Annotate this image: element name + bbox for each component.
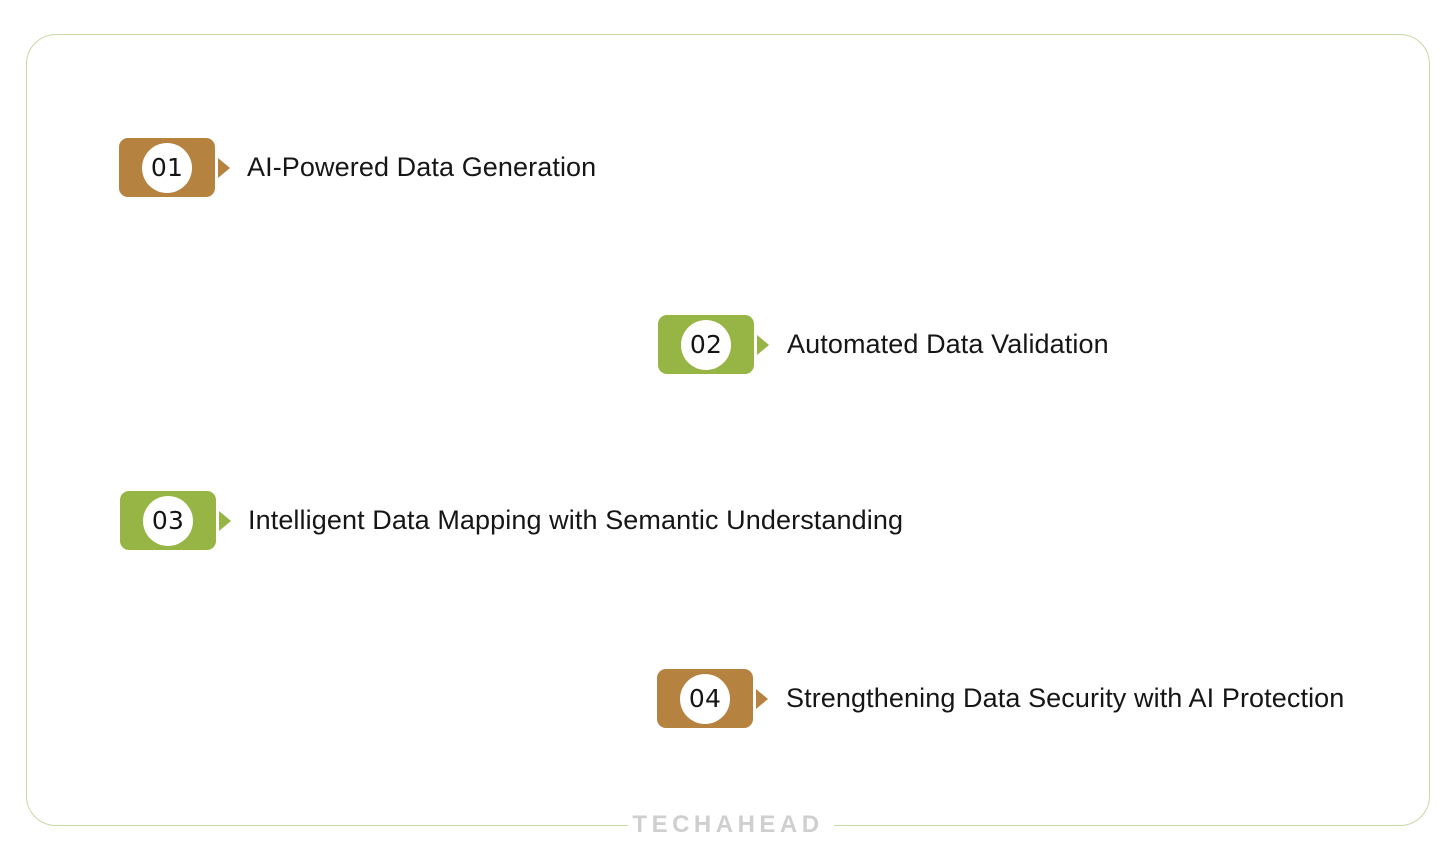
- step-number-label: 01: [150, 153, 184, 182]
- list-item[interactable]: 04 Strengthening Data Security with AI P…: [657, 669, 1344, 728]
- step-number-label: 04: [688, 684, 722, 713]
- step-title-03: Intelligent Data Mapping with Semantic U…: [248, 505, 904, 535]
- step-title-02: Automated Data Validation: [787, 329, 1109, 359]
- step-badge-02[interactable]: 02: [658, 315, 769, 374]
- step-number-label: 03: [151, 506, 185, 535]
- list-item[interactable]: 03 Intelligent Data Mapping with Semanti…: [120, 491, 903, 550]
- step-number-disc: 04: [680, 673, 730, 724]
- step-badge-04[interactable]: 04: [657, 669, 768, 728]
- step-number-label: 02: [689, 330, 723, 359]
- list-item[interactable]: 02 Automated Data Validation: [658, 315, 1109, 374]
- frame-bottom-gap: [628, 815, 834, 839]
- brand-watermark: TECHAHEAD: [632, 811, 824, 838]
- step-title-04: Strengthening Data Security with AI Prot…: [786, 683, 1345, 713]
- step-number-disc: 03: [143, 495, 193, 546]
- badge-arrow-icon: [218, 157, 230, 178]
- step-number-disc: 02: [681, 319, 731, 370]
- step-badge-03[interactable]: 03: [120, 491, 231, 550]
- step-title-01: AI-Powered Data Generation: [247, 152, 597, 182]
- badge-arrow-icon: [757, 334, 769, 355]
- badge-arrow-icon: [219, 510, 231, 531]
- badge-arrow-icon: [756, 688, 768, 709]
- list-item[interactable]: 01 AI-Powered Data Generation: [119, 138, 596, 197]
- step-number-disc: 01: [142, 142, 192, 193]
- step-badge-01[interactable]: 01: [119, 138, 230, 197]
